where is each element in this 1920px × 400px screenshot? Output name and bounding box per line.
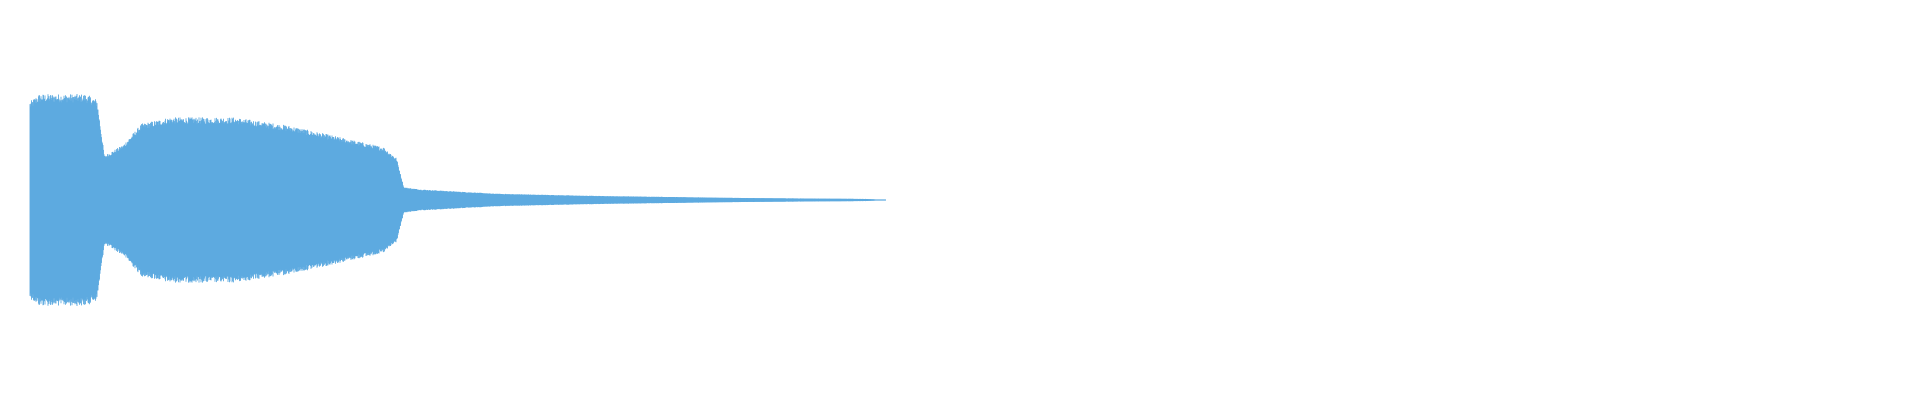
audio-waveform: [29, 94, 904, 306]
